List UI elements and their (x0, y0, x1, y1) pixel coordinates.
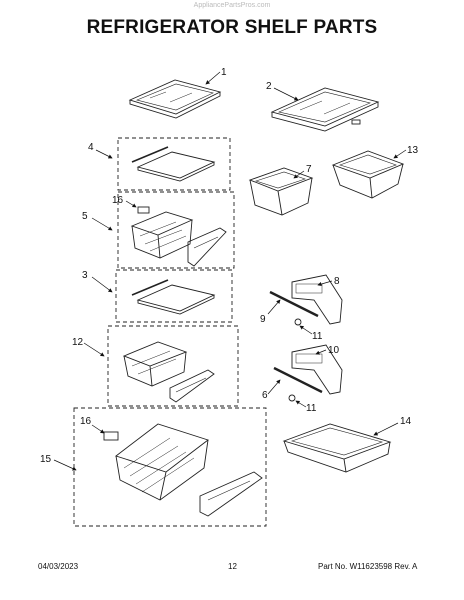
group-box-12 (107, 325, 239, 407)
group-box-4 (117, 137, 231, 191)
part-9-rail (269, 290, 319, 318)
part-11-screw-b (288, 394, 296, 402)
part-15-crisper-drawer (115, 423, 209, 501)
callout-16-bottom: 16 (80, 416, 92, 427)
watermark: AppliancePartsPros.com (193, 2, 271, 9)
callout-16-top: 16 (112, 195, 124, 206)
part-16-clip-bottom (103, 431, 119, 441)
callout-15: 15 (40, 454, 52, 465)
footer-date: 04/03/2023 (38, 562, 79, 571)
callout-8: 8 (334, 276, 340, 287)
part-5-drawer-front (187, 227, 227, 267)
callout-2: 2 (266, 81, 272, 92)
part-7-bin (248, 167, 314, 216)
callout-1: 1 (221, 67, 227, 78)
part-11-screw-a (294, 318, 302, 326)
callout-4: 4 (88, 142, 94, 153)
callout-9: 9 (260, 314, 266, 325)
part-15-drawer-front (199, 471, 263, 517)
part-16-clip-top (137, 206, 150, 214)
footer-part-number: Part No. W11623598 Rev. A (318, 562, 418, 571)
callout-11-top: 11 (312, 331, 323, 342)
callout-3: 3 (82, 270, 88, 281)
callout-12: 12 (72, 337, 84, 348)
callout-6: 6 (262, 390, 268, 401)
callout-13: 13 (407, 145, 419, 156)
part-4-shelf (131, 146, 216, 182)
part-1-glass-shelf (128, 79, 222, 119)
part-2-glass-shelf (270, 87, 380, 132)
part-12-drawer (122, 341, 188, 387)
part-14-tray (282, 423, 392, 473)
part-10-housing (291, 344, 343, 395)
part-12-drawer-front (169, 369, 215, 403)
group-box-3 (115, 269, 233, 323)
callout-5: 5 (82, 211, 88, 222)
footer-page-number: 12 (228, 562, 237, 571)
part-3-shelf (131, 279, 216, 315)
callout-7: 7 (306, 164, 312, 175)
group-box-15 (73, 407, 267, 527)
callout-11-bottom: 11 (306, 403, 317, 414)
part-13-bin (331, 150, 405, 199)
page-title: REFRIGERATOR SHELF PARTS (86, 17, 378, 38)
callout-10: 10 (328, 345, 340, 356)
group-box-5 (117, 191, 235, 269)
part-6-rail (273, 366, 323, 394)
part-5-crisper-drawer (130, 211, 194, 259)
callout-14: 14 (400, 416, 412, 427)
part-8-housing (291, 274, 343, 325)
